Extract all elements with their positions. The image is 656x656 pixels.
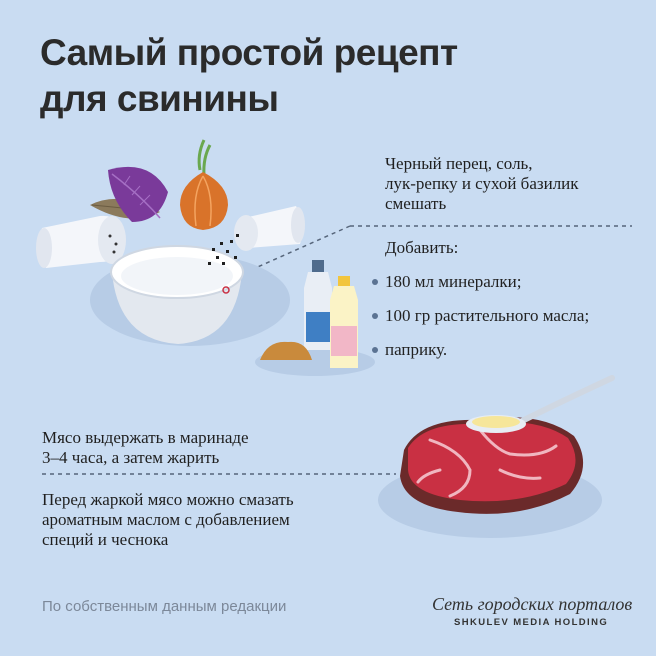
dashed-divider-1	[241, 225, 632, 275]
page-title: Самый простой рецепт для свинины	[40, 30, 458, 122]
step-3-line-1: Мясо выдержать в маринаде	[42, 428, 249, 447]
list-item: паприку.	[372, 340, 589, 374]
title-line-1: Самый простой рецепт	[40, 32, 458, 73]
pepper-shaker-icon	[234, 206, 305, 251]
brand-subtitle: SHKULEV MEDIA HOLDING	[454, 617, 609, 628]
title-line-2: для свинины	[40, 78, 279, 119]
steak-icon	[400, 417, 584, 514]
list-item: 100 гр растительного масла;	[372, 306, 589, 340]
step-4-text: Перед жаркой мясо можно смазать ароматны…	[42, 490, 294, 550]
step-4-line-1: Перед жаркой мясо можно смазать	[42, 490, 294, 509]
step-4-line-2: ароматным маслом с добавлением	[42, 510, 290, 529]
step-1-text: Черный перец, соль, лук-репку и сухой ба…	[385, 154, 579, 214]
paprika-icon	[260, 341, 312, 360]
step-1-line-3: смешать	[385, 194, 447, 213]
step-3-text: Мясо выдержать в маринаде 3–4 часа, а за…	[42, 428, 249, 468]
mixing-bowl-icon	[110, 245, 244, 344]
spoon-icon	[466, 375, 615, 433]
step-4-line-3: специй и чеснока	[42, 530, 169, 549]
step-1-line-1: Черный перец, соль,	[385, 154, 533, 173]
step-2-heading: Добавить:	[385, 238, 459, 257]
step-3-line-2: 3–4 часа, а затем жарить	[42, 448, 220, 467]
water-bottle-icon	[304, 260, 332, 350]
salt-shaker-icon	[36, 215, 126, 268]
pepper-particles	[208, 234, 239, 265]
list-item: 180 мл минералки;	[372, 272, 589, 306]
ingredients-list: 180 мл минералки; 100 гр растительного м…	[372, 272, 589, 374]
source-note: По собственным данным редакции	[42, 598, 287, 615]
onion-icon	[180, 139, 228, 230]
brand-name: Сеть городских порталов	[432, 594, 633, 614]
basil-icon	[108, 166, 168, 222]
oil-bottle-icon	[330, 276, 358, 368]
step-1-line-2: лук-репку и сухой базилик	[385, 174, 579, 193]
